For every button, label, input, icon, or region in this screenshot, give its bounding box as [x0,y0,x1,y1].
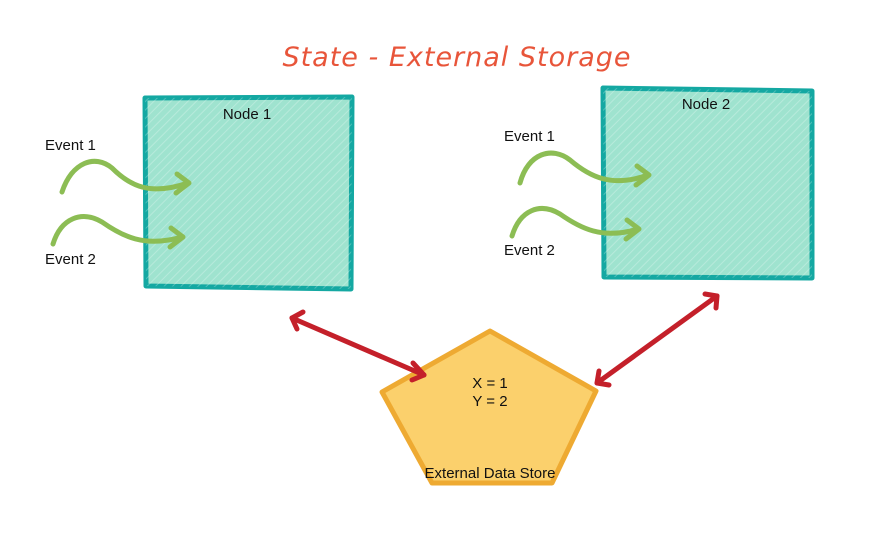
node-1-event-2-arrow [50,214,186,250]
store-value-y: Y = 2 [472,393,507,410]
node-2-event-2-label: Event 2 [504,242,555,259]
node-1-hatch [145,97,352,289]
node-2-event-1-arrow [517,150,652,188]
node-1-event-1-label: Event 1 [45,137,96,154]
node-2-event-1-label: Event 1 [504,128,555,145]
node-1: Node 1 [142,94,355,292]
node-2-hatch [603,88,812,278]
diagram-title: State - External Storage [282,42,631,73]
node-2-label: Node 2 [682,96,730,113]
node-2: Node 2 [600,85,815,281]
node-2-event-2-arrow [509,206,642,242]
node-1-event-1-arrow [59,158,192,196]
node-1-label: Node 1 [223,106,271,123]
node-1-event-2-label: Event 2 [45,251,96,268]
external-data-store-pentagon [379,328,599,486]
store-value-x: X = 1 [472,375,507,392]
node-1-store-link-arrow [289,309,427,383]
external-data-store: X = 1 Y = 2 External Data Store [379,328,599,486]
store-label: External Data Store [425,465,556,482]
node-2-store-link-arrow [594,291,720,388]
